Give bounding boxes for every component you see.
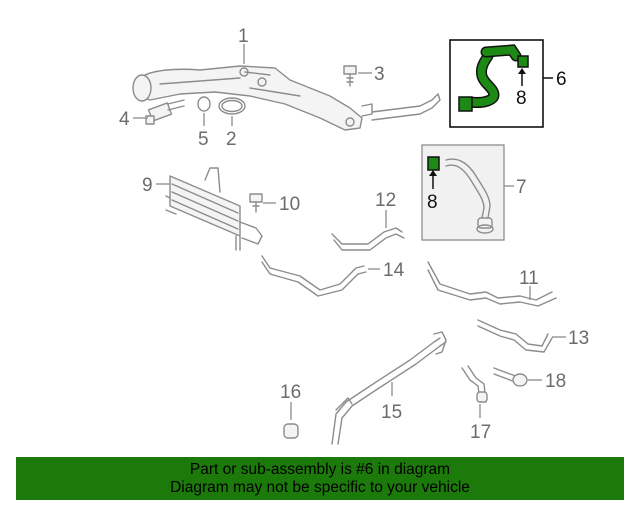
part-15-pipe[interactable] — [331, 331, 447, 445]
callout-7: 7 — [516, 177, 527, 198]
part-3-bolt[interactable] — [343, 65, 357, 87]
part-5-clip[interactable] — [197, 96, 211, 112]
part-11-hose[interactable] — [427, 261, 557, 307]
callout-17: 17 — [470, 422, 491, 443]
callout-2: 2 — [226, 129, 237, 150]
callout-5: 5 — [198, 129, 209, 150]
callout-4: 4 — [119, 109, 130, 130]
callout-1: 1 — [238, 26, 249, 47]
callout-6: 6 — [556, 69, 567, 90]
callout-3: 3 — [374, 64, 385, 85]
part-10-bolt[interactable] — [249, 193, 263, 213]
part-9-oil-cooler[interactable] — [165, 167, 263, 251]
callout-11: 11 — [519, 268, 539, 289]
info-banner: Part or sub-assembly is #6 in diagram Di… — [16, 457, 624, 500]
part-2-o-ring[interactable] — [218, 97, 246, 115]
banner-line-2: Diagram may not be specific to your vehi… — [170, 479, 470, 496]
callout-14: 14 — [383, 260, 405, 281]
part-6-hose[interactable] — [458, 44, 529, 112]
part-18-hose[interactable] — [493, 367, 528, 387]
part-1-water-pipe[interactable] — [132, 65, 441, 131]
parts-diagram: 1 3 4 5 2 8 6 — [119, 26, 589, 445]
banner-line-1: Part or sub-assembly is #6 in diagram — [189, 461, 451, 478]
part-13-hose[interactable] — [477, 319, 553, 353]
part-8-clamp[interactable] — [427, 156, 440, 171]
callout-13: 13 — [568, 328, 589, 349]
callout-12: 12 — [375, 190, 396, 211]
callout-9: 9 — [142, 175, 153, 196]
part-12-hose[interactable] — [331, 227, 405, 251]
callout-16: 16 — [280, 382, 301, 403]
callout-8b: 8 — [427, 192, 438, 213]
part-7-hose[interactable] — [445, 158, 494, 234]
arrow-8a — [518, 68, 526, 74]
callout-10: 10 — [279, 194, 300, 215]
part-4-sensor[interactable] — [145, 99, 185, 125]
part-17-hose[interactable] — [461, 365, 488, 403]
part-16-cap[interactable] — [283, 423, 299, 439]
arrow-8b — [429, 170, 437, 176]
callout-18: 18 — [545, 371, 566, 392]
callout-15: 15 — [381, 402, 402, 423]
callout-8a: 8 — [516, 88, 527, 109]
part-14-hose[interactable] — [261, 255, 367, 297]
